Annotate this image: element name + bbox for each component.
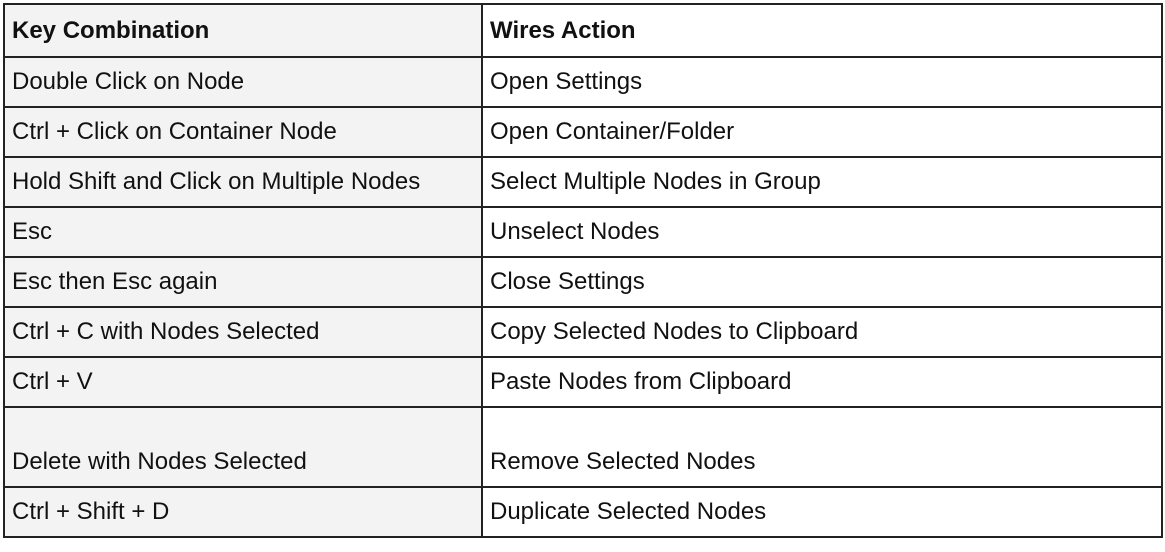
table-row: Hold Shift and Click on Multiple Nodes S… (3, 156, 1163, 208)
key-cell: Ctrl + V (3, 356, 483, 408)
key-cell: Ctrl + C with Nodes Selected (3, 306, 483, 358)
action-cell: Remove Selected Nodes (481, 406, 1163, 488)
table-row: Delete with Nodes Selected Remove Select… (3, 406, 1163, 488)
table-row: Esc Unselect Nodes (3, 206, 1163, 258)
action-cell: Copy Selected Nodes to Clipboard (481, 306, 1163, 358)
action-cell: Open Settings (481, 56, 1163, 108)
action-cell: Unselect Nodes (481, 206, 1163, 258)
table-row: Ctrl + C with Nodes Selected Copy Select… (3, 306, 1163, 358)
table-header-row: Key Combination Wires Action (3, 3, 1163, 58)
key-cell: Ctrl + Click on Container Node (3, 106, 483, 158)
key-cell: Esc (3, 206, 483, 258)
table-row: Ctrl + V Paste Nodes from Clipboard (3, 356, 1163, 408)
header-wires-action: Wires Action (481, 3, 1163, 58)
key-cell: Esc then Esc again (3, 256, 483, 308)
key-cell: Double Click on Node (3, 56, 483, 108)
table-row: Ctrl + Click on Container Node Open Cont… (3, 106, 1163, 158)
shortcuts-table: Key Combination Wires Action Double Clic… (3, 3, 1163, 538)
table-row: Ctrl + Shift + D Duplicate Selected Node… (3, 486, 1163, 538)
action-cell: Duplicate Selected Nodes (481, 486, 1163, 538)
action-cell: Paste Nodes from Clipboard (481, 356, 1163, 408)
shortcuts-table-container: Key Combination Wires Action Double Clic… (3, 3, 1163, 538)
key-cell: Ctrl + Shift + D (3, 486, 483, 538)
key-cell: Delete with Nodes Selected (3, 406, 483, 488)
key-cell: Hold Shift and Click on Multiple Nodes (3, 156, 483, 208)
table-row: Esc then Esc again Close Settings (3, 256, 1163, 308)
action-cell: Select Multiple Nodes in Group (481, 156, 1163, 208)
action-cell: Close Settings (481, 256, 1163, 308)
table-row: Double Click on Node Open Settings (3, 56, 1163, 108)
action-cell: Open Container/Folder (481, 106, 1163, 158)
header-key-combination: Key Combination (3, 3, 483, 58)
